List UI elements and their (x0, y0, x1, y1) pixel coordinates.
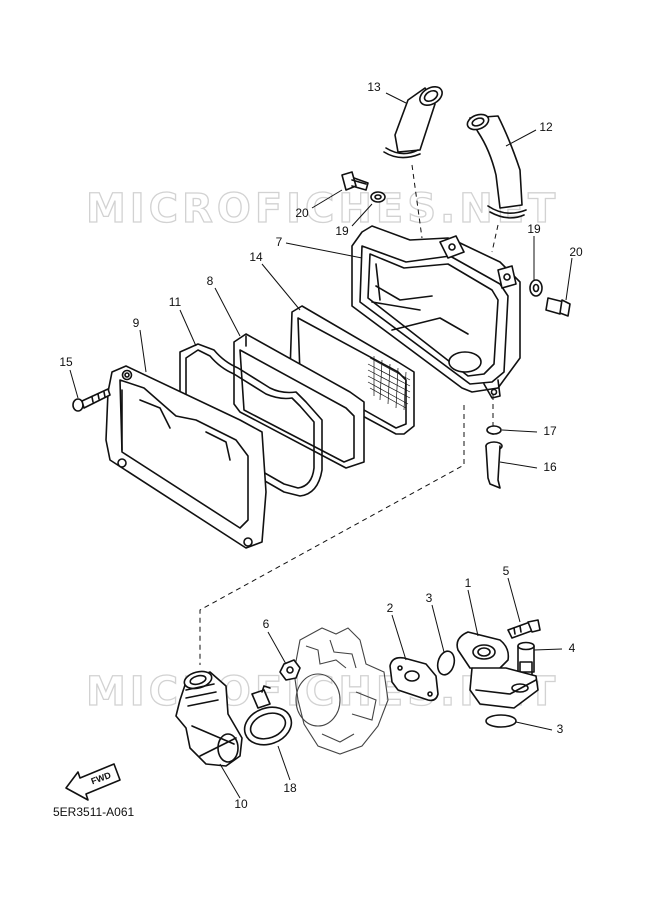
part-15-screw[interactable] (72, 388, 111, 412)
part-19-collar-left[interactable] (370, 191, 386, 203)
callout-19-right: 19 (527, 222, 541, 236)
callout-8: 8 (207, 274, 214, 288)
part-20-bolt-right[interactable] (545, 297, 571, 317)
callout-5: 5 (503, 564, 510, 578)
callout-7: 7 (276, 235, 283, 249)
part-13-breather-hose[interactable] (383, 83, 445, 159)
callout-3: 3 (426, 591, 433, 605)
part-1-intake-manifold[interactable] (456, 631, 539, 709)
callout-4: 4 (569, 641, 576, 655)
part-7-air-cleaner-case[interactable] (351, 225, 521, 399)
callout-6: 6 (263, 617, 270, 631)
callout-16: 16 (543, 460, 557, 474)
callout-13: 13 (367, 80, 381, 94)
part-19-collar-right[interactable] (529, 279, 543, 297)
callout-9: 9 (133, 316, 140, 330)
callout-11: 11 (169, 295, 182, 309)
part-3-o-ring-upper[interactable] (435, 649, 457, 676)
callout-20-right: 20 (569, 245, 583, 259)
part-17-clip[interactable] (486, 425, 502, 435)
watermark-top: MICROFICHES.NET (86, 186, 559, 232)
forward-direction-arrow: FWD (65, 763, 121, 801)
part-11-case-gasket[interactable] (179, 343, 323, 497)
part-3-o-ring-lower[interactable] (485, 714, 517, 728)
callout-10: 10 (234, 797, 248, 811)
diagram-code: 5ER3511-A061 (53, 805, 134, 819)
part-12-breather-hose[interactable] (465, 112, 527, 219)
callout-15: 15 (59, 355, 73, 369)
callout-3-lower: 3 (557, 722, 564, 736)
callout-12: 12 (539, 120, 553, 134)
part-6-nut[interactable] (279, 659, 301, 681)
part-5-bolt[interactable] (507, 619, 541, 639)
part-10-intake-joint[interactable] (175, 669, 243, 767)
part-16-drain-plug[interactable] (485, 441, 503, 489)
carburetor-reference-outline (293, 627, 389, 755)
assembly-guide-lines (199, 164, 499, 665)
callout-18: 18 (283, 781, 297, 795)
part-8-air-filter-element[interactable] (233, 333, 365, 469)
part-2-manifold-gasket[interactable] (389, 656, 439, 702)
callout-19: 19 (335, 224, 349, 238)
callout-leader-lines (69, 92, 573, 799)
callout-17: 17 (543, 424, 557, 438)
callout-1: 1 (465, 576, 472, 590)
part-20-bolt-left[interactable] (341, 171, 369, 191)
part-18-hose-clamp[interactable] (239, 685, 296, 751)
callout-2: 2 (387, 601, 394, 615)
callout-20: 20 (295, 206, 309, 220)
part-9-air-cleaner-cap[interactable] (105, 365, 267, 549)
callout-14: 14 (249, 250, 263, 264)
